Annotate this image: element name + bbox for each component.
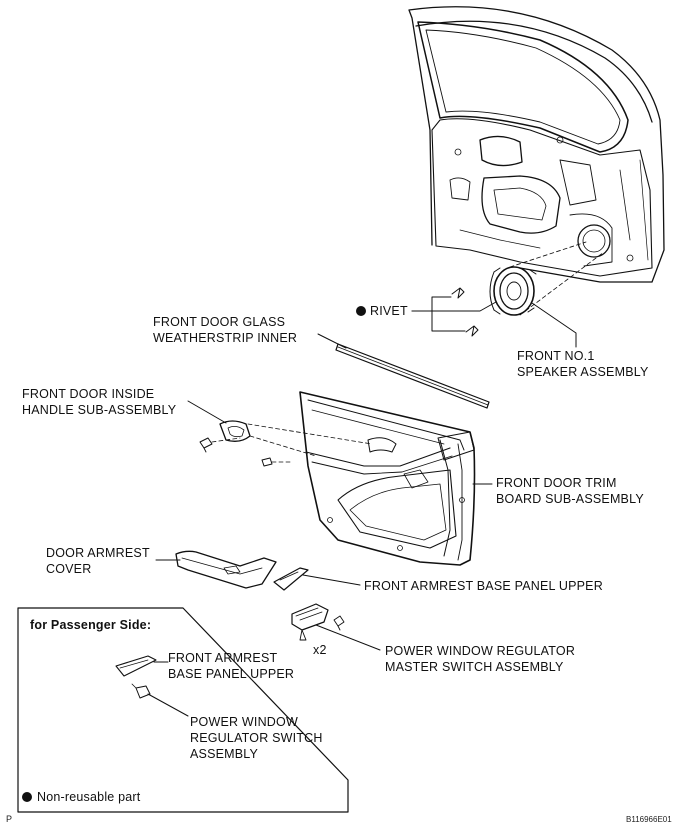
inset-switch-label: POWER WINDOW REGULATOR SWITCH ASSEMBLY	[190, 714, 323, 762]
rivet-leader	[411, 296, 497, 332]
armrest-cover-label-line2: COVER	[46, 562, 92, 576]
front-door-trim-board	[299, 391, 476, 566]
legend-non-reusable-text: Non-reusable part	[37, 790, 141, 804]
inside-handle-label-line1: FRONT DOOR INSIDE	[22, 387, 155, 401]
inset-switch-label-line3: ASSEMBLY	[190, 747, 259, 761]
legend-non-reusable: Non-reusable part	[22, 789, 140, 805]
weatherstrip-label: FRONT DOOR GLASS WEATHERSTRIP INNER	[153, 314, 297, 346]
handle-alignment-lines	[211, 423, 373, 457]
master-switch-label: POWER WINDOW REGULATOR MASTER SWITCH ASS…	[385, 643, 575, 675]
trim-board-label-line1: FRONT DOOR TRIM	[496, 476, 617, 490]
master-switch-leader	[315, 624, 381, 651]
passenger-side-inset	[17, 607, 349, 813]
speaker-label-line2: SPEAKER ASSEMBLY	[517, 365, 649, 379]
front-no1-speaker-assembly	[489, 266, 537, 316]
armrest-cover-label: DOOR ARMREST COVER	[46, 545, 150, 577]
rivet-bullet	[356, 306, 366, 316]
door-armrest-cover	[175, 550, 277, 589]
trim-screw	[261, 457, 293, 467]
footer-left-mark: P	[6, 814, 13, 824]
trim-board-label: FRONT DOOR TRIM BOARD SUB-ASSEMBLY	[496, 475, 644, 507]
inset-title: for Passenger Side:	[30, 618, 152, 632]
inset-switch-label-line1: POWER WINDOW	[190, 715, 298, 729]
weatherstrip-label-line1: FRONT DOOR GLASS	[153, 315, 286, 329]
quantity-label: x2	[313, 643, 327, 657]
base-panel-label: FRONT ARMREST BASE PANEL UPPER	[364, 579, 603, 593]
power-window-regulator-master-switch	[291, 603, 345, 641]
master-switch-label-line1: POWER WINDOW REGULATOR	[385, 644, 576, 658]
speaker-label-line1: FRONT NO.1	[517, 349, 595, 363]
base-panel-leader	[302, 574, 361, 586]
armrest-cover-label-line1: DOOR ARMREST	[46, 546, 150, 560]
trim-board-label-line2: BOARD SUB-ASSEMBLY	[496, 492, 644, 506]
inset-base-panel-label-line1: FRONT ARMREST	[168, 651, 278, 665]
inside-handle-label: FRONT DOOR INSIDE HANDLE SUB-ASSEMBLY	[22, 386, 176, 418]
master-switch-label-line2: MASTER SWITCH ASSEMBLY	[385, 660, 564, 674]
bullet-icon	[22, 792, 32, 802]
inset-switch-label-line2: REGULATOR SWITCH	[190, 731, 323, 745]
front-door-glass-weatherstrip-inner	[335, 343, 490, 409]
speaker-label: FRONT NO.1 SPEAKER ASSEMBLY	[517, 348, 649, 380]
inset-base-panel-label-line2: BASE PANEL UPPER	[168, 667, 295, 681]
weatherstrip-label-line2: WEATHERSTRIP INNER	[153, 331, 298, 345]
speaker-leader	[531, 302, 577, 348]
front-armrest-base-panel-upper	[273, 567, 309, 591]
inside-handle-label-line2: HANDLE SUB-ASSEMBLY	[22, 403, 177, 417]
rivet-label: RIVET	[370, 304, 408, 318]
handle-leader	[187, 400, 227, 424]
figure-code: B116966E01	[626, 815, 672, 824]
front-door-inside-handle	[199, 420, 251, 453]
front-door-frame	[408, 6, 665, 283]
rivet-parts	[451, 287, 479, 337]
inset-base-panel-label: FRONT ARMREST BASE PANEL UPPER	[168, 650, 294, 682]
weatherstrip-leader	[317, 333, 347, 349]
